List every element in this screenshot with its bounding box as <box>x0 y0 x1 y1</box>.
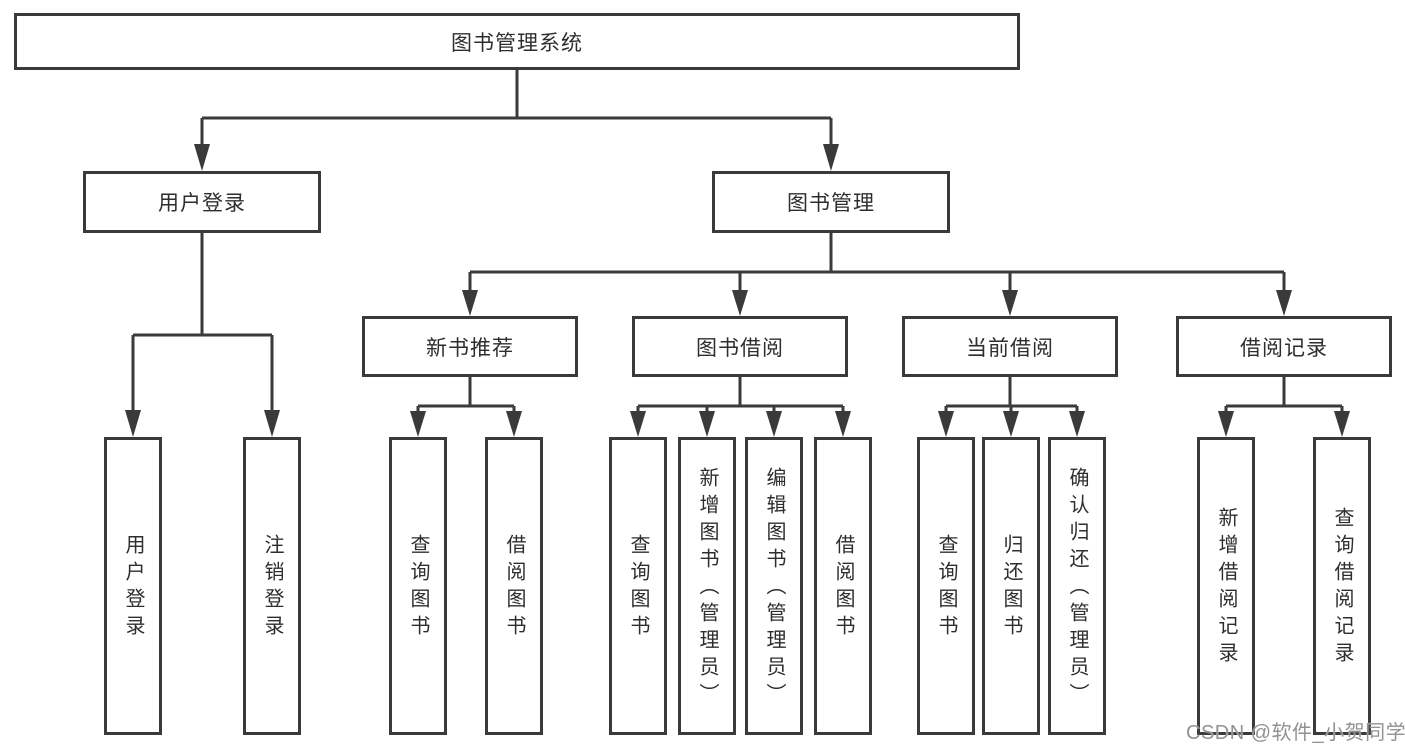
arrowhead <box>835 411 851 437</box>
arrowhead <box>1002 290 1018 316</box>
arrowhead <box>125 410 141 437</box>
node-book-borrow: 图书借阅 <box>632 316 848 377</box>
arrowhead <box>699 411 715 437</box>
node-new-book-recommend: 新书推荐 <box>362 316 578 377</box>
leaf-borrow-add-books-admin: 新增图书（管理员） <box>678 437 736 735</box>
arrowhead <box>630 411 646 437</box>
leaf-borrow-query-books: 查询图书 <box>609 437 667 735</box>
node-current-borrow: 当前借阅 <box>902 316 1118 377</box>
arrowhead <box>194 144 210 171</box>
arrowhead <box>1069 411 1085 437</box>
leaf-user-login: 用户登录 <box>104 437 162 735</box>
leaf-borrow-borrow-books: 借阅图书 <box>814 437 872 735</box>
connector-current-borrow-branch <box>944 377 1079 415</box>
arrowhead <box>766 411 782 437</box>
node-root: 图书管理系统 <box>14 13 1020 70</box>
leaf-logout-login: 注销登录 <box>243 437 301 735</box>
arrowhead <box>462 290 478 316</box>
arrowhead <box>732 290 748 316</box>
leaf-newbook-query-books: 查询图书 <box>389 437 447 735</box>
csdn-watermark: CSDN @软件_小贺同学 <box>1186 722 1405 744</box>
leaf-newbook-borrow-books: 借阅图书 <box>485 437 543 735</box>
leaf-current-confirm-return-admin: 确认归还（管理员） <box>1048 437 1106 735</box>
arrowhead <box>264 410 280 437</box>
arrowheads <box>125 144 1350 437</box>
arrowhead <box>1334 411 1350 437</box>
connector-new-book-branch <box>416 377 516 415</box>
leaf-records-add-record: 新增借阅记录 <box>1197 437 1255 735</box>
connector-book-borrow-branch <box>636 377 845 415</box>
arrowhead <box>823 144 839 171</box>
leaf-current-return-books: 归还图书 <box>982 437 1040 735</box>
node-book-management: 图书管理 <box>712 171 950 233</box>
leaf-records-query-record: 查询借阅记录 <box>1313 437 1371 735</box>
leaf-current-query-books: 查询图书 <box>917 437 975 735</box>
arrowhead <box>1218 411 1234 437</box>
arrowhead <box>938 411 954 437</box>
connector-book-mgmt-branch <box>468 233 1286 294</box>
arrowhead <box>506 411 522 437</box>
node-borrow-records: 借阅记录 <box>1176 316 1392 377</box>
connector-root-branch <box>200 70 833 150</box>
arrowhead <box>1003 411 1019 437</box>
node-user-login: 用户登录 <box>83 171 321 233</box>
connector-borrow-records-branch <box>1224 377 1344 415</box>
leaf-borrow-edit-books-admin: 编辑图书（管理员） <box>745 437 803 735</box>
arrowhead <box>410 411 426 437</box>
connector-user-login-branch <box>131 233 274 416</box>
arrowhead <box>1276 290 1292 316</box>
